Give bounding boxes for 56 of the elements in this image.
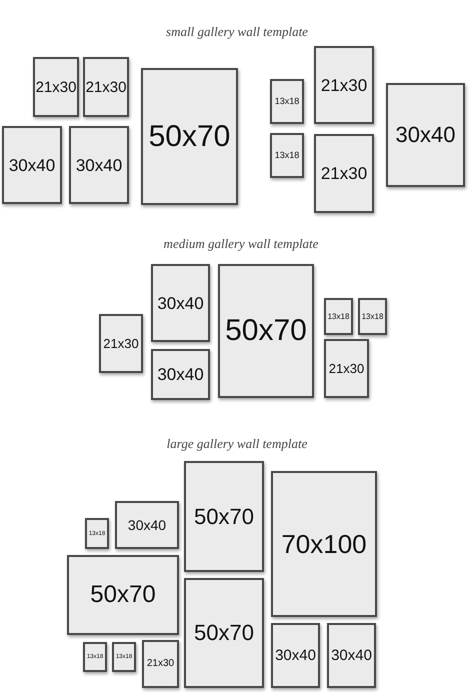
picture-frame	[386, 83, 465, 187]
picture-frame	[314, 46, 374, 124]
size-label: 30x40	[275, 648, 316, 663]
picture-frame	[271, 471, 377, 617]
size-label: 13x18	[328, 312, 350, 320]
picture-frame	[83, 57, 129, 117]
size-label: 13x18	[274, 97, 300, 106]
size-label: 70x100	[281, 531, 367, 557]
size-label: 50x70	[225, 316, 307, 346]
size-label: 21x30	[86, 80, 126, 94]
picture-frame	[69, 126, 129, 204]
picture-frame	[314, 134, 374, 213]
size-label: 21x30	[320, 76, 368, 94]
size-label: 13x18	[274, 151, 300, 160]
size-label: 50x70	[194, 506, 254, 528]
picture-frame	[83, 642, 107, 672]
size-label: 21x30	[328, 362, 364, 375]
size-label: 50x70	[90, 583, 156, 607]
size-label: 50x70	[148, 122, 230, 152]
picture-frame	[270, 133, 304, 178]
picture-frame	[99, 314, 143, 373]
size-label: 30x40	[396, 124, 456, 146]
picture-frame	[141, 68, 238, 205]
size-label: 21x30	[36, 80, 76, 94]
picture-frame	[218, 264, 314, 398]
size-label: 30x40	[76, 156, 122, 174]
picture-frame	[184, 461, 264, 572]
template-heading: medium gallery wall template	[164, 236, 318, 252]
size-label: 30x40	[157, 294, 204, 312]
template-heading: small gallery wall template	[166, 24, 308, 40]
size-label: 21x30	[146, 659, 174, 669]
picture-frame	[112, 642, 136, 672]
picture-frame	[270, 79, 304, 124]
size-label: 21x30	[320, 165, 368, 182]
picture-frame	[33, 57, 79, 117]
picture-frame	[151, 349, 210, 400]
picture-frame	[115, 501, 179, 549]
picture-frame	[142, 640, 179, 688]
picture-frame	[85, 518, 109, 549]
picture-frame	[67, 555, 179, 635]
size-label: 21x30	[103, 337, 139, 350]
size-label: 30x40	[157, 366, 204, 383]
template-heading: large gallery wall template	[166, 436, 308, 452]
size-label: 30x40	[128, 518, 166, 532]
size-label: 30x40	[8, 156, 56, 174]
picture-frame	[2, 126, 62, 204]
picture-frame	[271, 623, 320, 688]
picture-frame	[324, 339, 369, 398]
picture-frame	[358, 298, 387, 335]
picture-frame	[324, 298, 353, 335]
picture-frame	[327, 623, 376, 688]
size-label: 30x40	[331, 648, 372, 663]
picture-frame	[151, 264, 210, 342]
picture-frame	[184, 578, 264, 688]
size-label: 13x18	[362, 312, 384, 320]
size-label: 50x70	[194, 622, 254, 644]
